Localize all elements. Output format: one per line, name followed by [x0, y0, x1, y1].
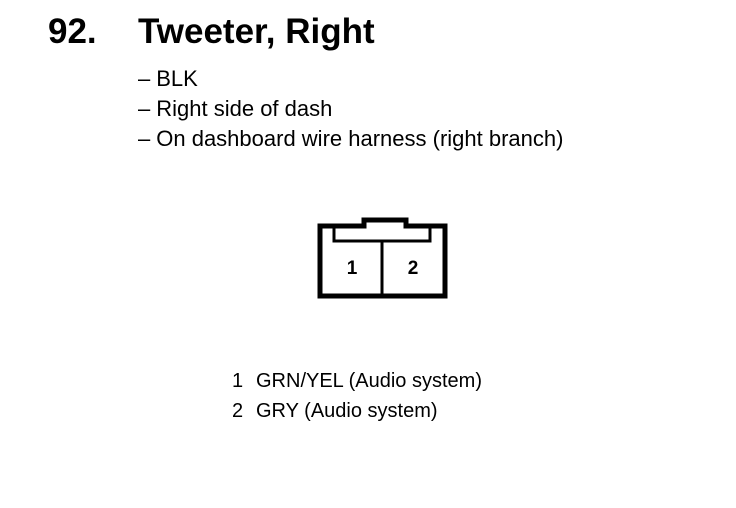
pin-2-label: 2 — [408, 258, 419, 279]
pinout-pin: 1 — [232, 370, 244, 392]
pinout-desc: GRN/YEL (Audio system) — [256, 370, 482, 392]
detail-dash: – — [138, 96, 151, 121]
connector-outline — [317, 217, 448, 299]
pinout-pin: 2 — [232, 400, 244, 422]
component-number: 92. — [48, 12, 97, 51]
detail-dash: – — [138, 66, 151, 91]
detail-harness: –On dashboard wire harness (right branch… — [138, 124, 563, 154]
detail-text: Right side of dash — [156, 96, 333, 121]
component-details: –BLK –Right side of dash –On dashboard w… — [138, 64, 563, 154]
connector-diagram: 1 2 — [317, 217, 448, 299]
pinout-item: 1 GRN/YEL (Audio system) — [232, 366, 482, 396]
detail-text: On dashboard wire harness (right branch) — [156, 126, 564, 151]
pinout-item: 2 GRY (Audio system) — [232, 396, 482, 426]
detail-dash: – — [138, 126, 151, 151]
pinout-desc: GRY (Audio system) — [256, 400, 438, 422]
detail-location: –Right side of dash — [138, 94, 563, 124]
pinout-list: 1 GRN/YEL (Audio system) 2 GRY (Audio syst… — [232, 366, 482, 426]
connector-inner-top — [332, 228, 432, 243]
pin-1-label: 1 — [347, 258, 358, 279]
component-title: Tweeter, Right — [138, 12, 375, 51]
detail-text: BLK — [156, 66, 198, 91]
detail-color: –BLK — [138, 64, 563, 94]
